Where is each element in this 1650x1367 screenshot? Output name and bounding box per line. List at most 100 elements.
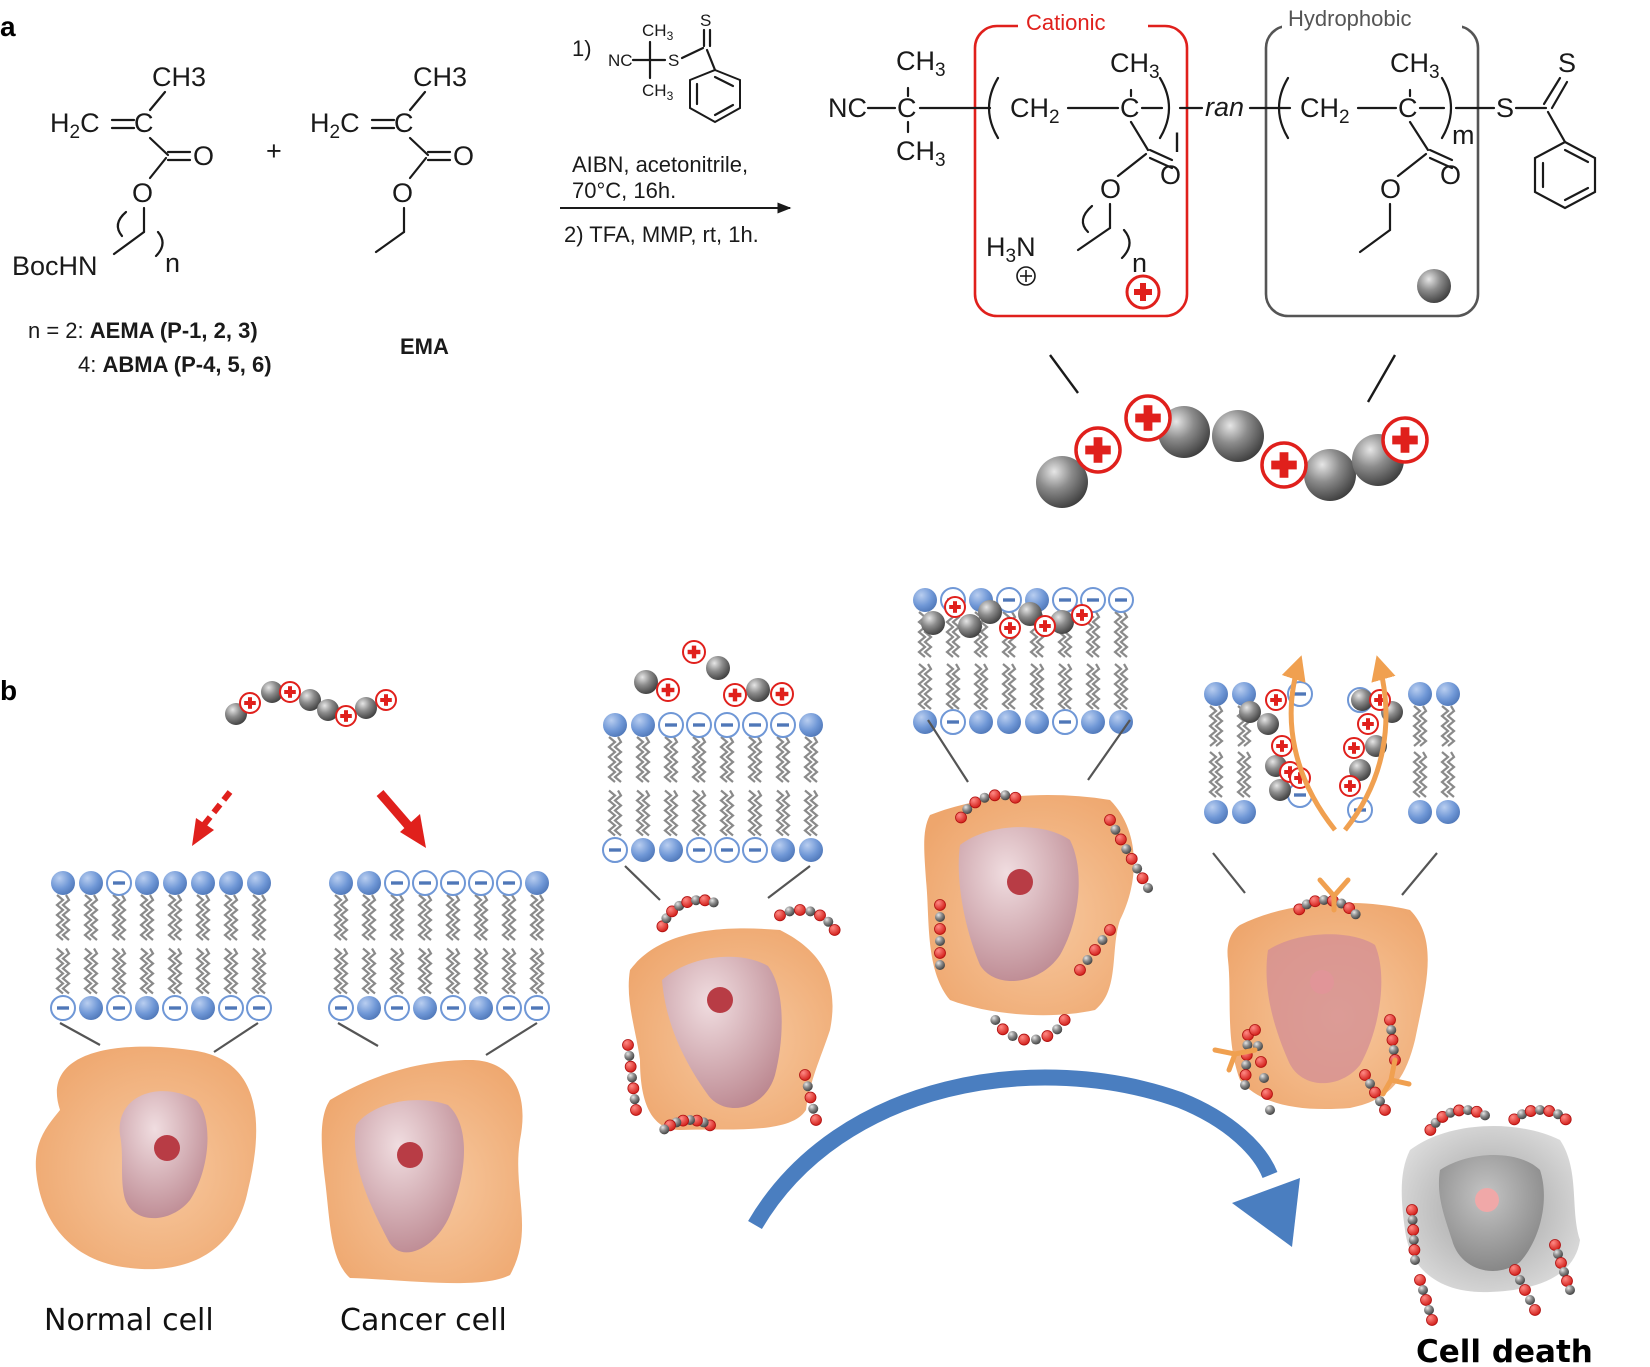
anionic-lipid-head	[742, 837, 768, 863]
lipid-tail	[361, 894, 371, 941]
lipid-tail	[725, 736, 735, 783]
lipid-tail	[803, 736, 813, 783]
cell-death-caption: Cell death	[1416, 1334, 1593, 1367]
lipid-tail	[781, 789, 791, 837]
lipid-tail	[89, 894, 99, 941]
svg-text:S: S	[700, 11, 711, 30]
lipid-head	[51, 871, 75, 895]
nucleolus	[397, 1142, 423, 1168]
lipid-head	[1408, 682, 1432, 706]
mini-cationic-bead	[774, 909, 786, 922]
monomer-aema-structure: CH3 H2C C O O n BocHN	[12, 62, 214, 281]
lipid-tail	[339, 894, 349, 941]
mini-cationic-bead	[622, 1039, 634, 1051]
anionic-lipid-head	[106, 870, 132, 896]
cationic-bead	[1271, 735, 1293, 757]
lipid-tail	[923, 663, 933, 710]
mini-hydrophobic-bead	[1408, 1235, 1419, 1245]
hydrophobic-bead	[921, 611, 945, 635]
carbonyl-o-label: O	[193, 141, 214, 171]
mini-hydrophobic-bead	[1097, 935, 1108, 945]
lipid-head	[1232, 800, 1256, 824]
lipid-tail	[1035, 663, 1045, 710]
anionic-lipid-head	[218, 995, 244, 1021]
lipid-head	[799, 713, 823, 737]
lipid-head	[1204, 800, 1228, 824]
mini-cationic-bead	[799, 1069, 811, 1081]
anionic-lipid-head	[714, 712, 740, 738]
process-arrow	[748, 1069, 1278, 1230]
svg-text:l: l	[1174, 128, 1180, 158]
lipid-tail	[507, 894, 517, 941]
mini-hydrophobic-bead	[629, 1094, 640, 1105]
hydrophobic-bead-icon	[1417, 269, 1451, 303]
lipid-tail	[389, 947, 399, 995]
lipid-tail	[367, 894, 377, 941]
lipid-tail	[201, 894, 211, 941]
mini-cationic-bead	[1407, 1224, 1420, 1236]
lipid-tail	[257, 947, 267, 995]
svg-text:CH3: CH3	[642, 81, 674, 103]
mini-hydrophobic-bead	[1480, 1110, 1490, 1121]
cationic-bead	[1074, 426, 1122, 474]
lipid-head	[771, 838, 795, 862]
lipid-tail	[719, 736, 729, 783]
lipid-tail	[223, 947, 233, 995]
mini-hydrophobic-bead	[1410, 1255, 1420, 1265]
lipid-tail	[83, 947, 93, 995]
lipid-tail	[89, 947, 99, 995]
lipid-tail	[1446, 751, 1456, 798]
mini-hydrophobic-bead	[935, 936, 945, 946]
lipid-tail	[1418, 751, 1428, 798]
mini-hydrophobic-bead	[1365, 1078, 1375, 1089]
mini-cationic-bead	[666, 905, 678, 918]
cationic-bead	[1124, 394, 1172, 442]
lipid-head	[1081, 710, 1105, 734]
anionic-lipid-head	[658, 712, 684, 738]
lipid-tail	[479, 894, 489, 941]
mini-cationic-bead	[814, 909, 826, 922]
lipid-tail	[781, 736, 791, 783]
mini-hydrophobic-bead	[1242, 1040, 1253, 1050]
pore-flux-arrows	[1281, 655, 1396, 832]
lipid-tail	[333, 894, 343, 941]
lipid-head	[135, 996, 159, 1020]
mini-hydrophobic-bead	[962, 804, 973, 815]
ema-label: EMA	[400, 334, 449, 359]
mini-hydrophobic-bead	[1517, 1109, 1528, 1120]
lipid-head	[219, 871, 243, 895]
svg-text:S: S	[1496, 93, 1514, 123]
weak-binding-arrow	[200, 790, 233, 828]
cancer-cell	[321, 1060, 523, 1284]
mini-cationic-bead	[1018, 1033, 1030, 1046]
mini-hydrophobic-bead	[1052, 1024, 1063, 1035]
lipid-tail	[367, 947, 377, 995]
lipid-head	[969, 710, 993, 734]
cationic-bead	[1339, 775, 1361, 797]
lipid-head	[659, 838, 683, 862]
lipid-tail	[333, 947, 343, 995]
mini-hydrophobic-bead	[1418, 1285, 1428, 1295]
lipid-tail	[1063, 663, 1073, 710]
lipid-head	[135, 871, 159, 895]
step1-label: 1)	[572, 36, 592, 61]
mini-hydrophobic-bead	[1388, 1045, 1399, 1055]
lipid-tail	[361, 947, 371, 995]
lipid-tail	[395, 947, 405, 995]
lipid-tail	[691, 789, 701, 837]
svg-text:S: S	[1558, 48, 1576, 78]
anionic-lipid-head	[770, 712, 796, 738]
mini-hydrophobic-bead	[1000, 790, 1011, 801]
mini-cationic-bead	[828, 924, 841, 936]
mini-hydrophobic-bead	[1462, 1105, 1473, 1116]
reaction-conditions: 1) NC CH3 CH3 S S AIBN, acetonitrile, 70…	[560, 11, 792, 247]
mini-cationic-bead	[1343, 902, 1356, 915]
mini-cationic-bead	[1309, 895, 1322, 908]
mini-hydrophobic-bead	[1565, 1285, 1575, 1295]
hydrophobic-bead	[746, 678, 770, 702]
lipid-tail	[251, 947, 261, 995]
lipid-tail	[663, 789, 673, 837]
lipid-tail	[697, 736, 707, 783]
mini-cationic-bead	[955, 811, 967, 824]
